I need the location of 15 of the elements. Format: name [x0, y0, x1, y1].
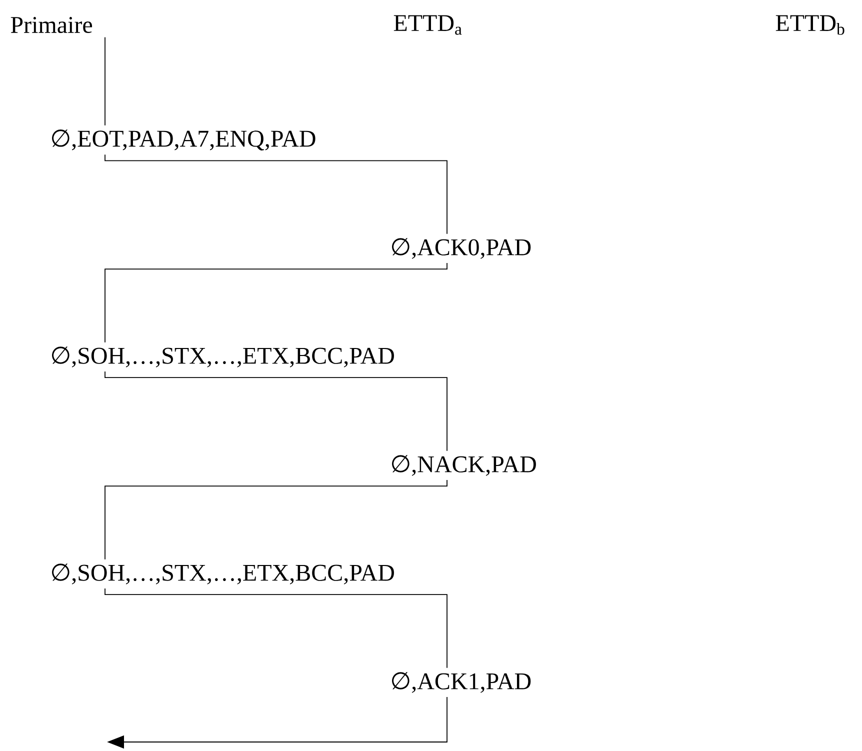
connector-line	[104, 36, 106, 126]
column-header: ETTD$_{b}$	[776, 15, 844, 35]
connector-line	[104, 480, 448, 560]
connector-line	[104, 262, 448, 343]
message-label: ∅,ACK1,PAD	[392, 672, 531, 693]
message-label: ∅,SOH,…,STX,…,ETX,BCC,PAD	[52, 564, 394, 584]
message-label: ∅,ACK0,PAD	[392, 238, 531, 259]
connector-line	[104, 371, 448, 452]
message-label: ∅,NACK,PAD	[392, 455, 536, 476]
column-header: Primaire	[10, 16, 92, 34]
message-label: ∅,SOH,…,STX,…,ETX,BCC,PAD	[52, 346, 394, 368]
column-header: ETTD$_{a}$	[394, 15, 462, 35]
connector-line	[104, 588, 448, 668]
message-label: ∅,EOT,PAD,A7,ENQ,PAD	[52, 130, 316, 150]
connector-line	[104, 154, 448, 234]
